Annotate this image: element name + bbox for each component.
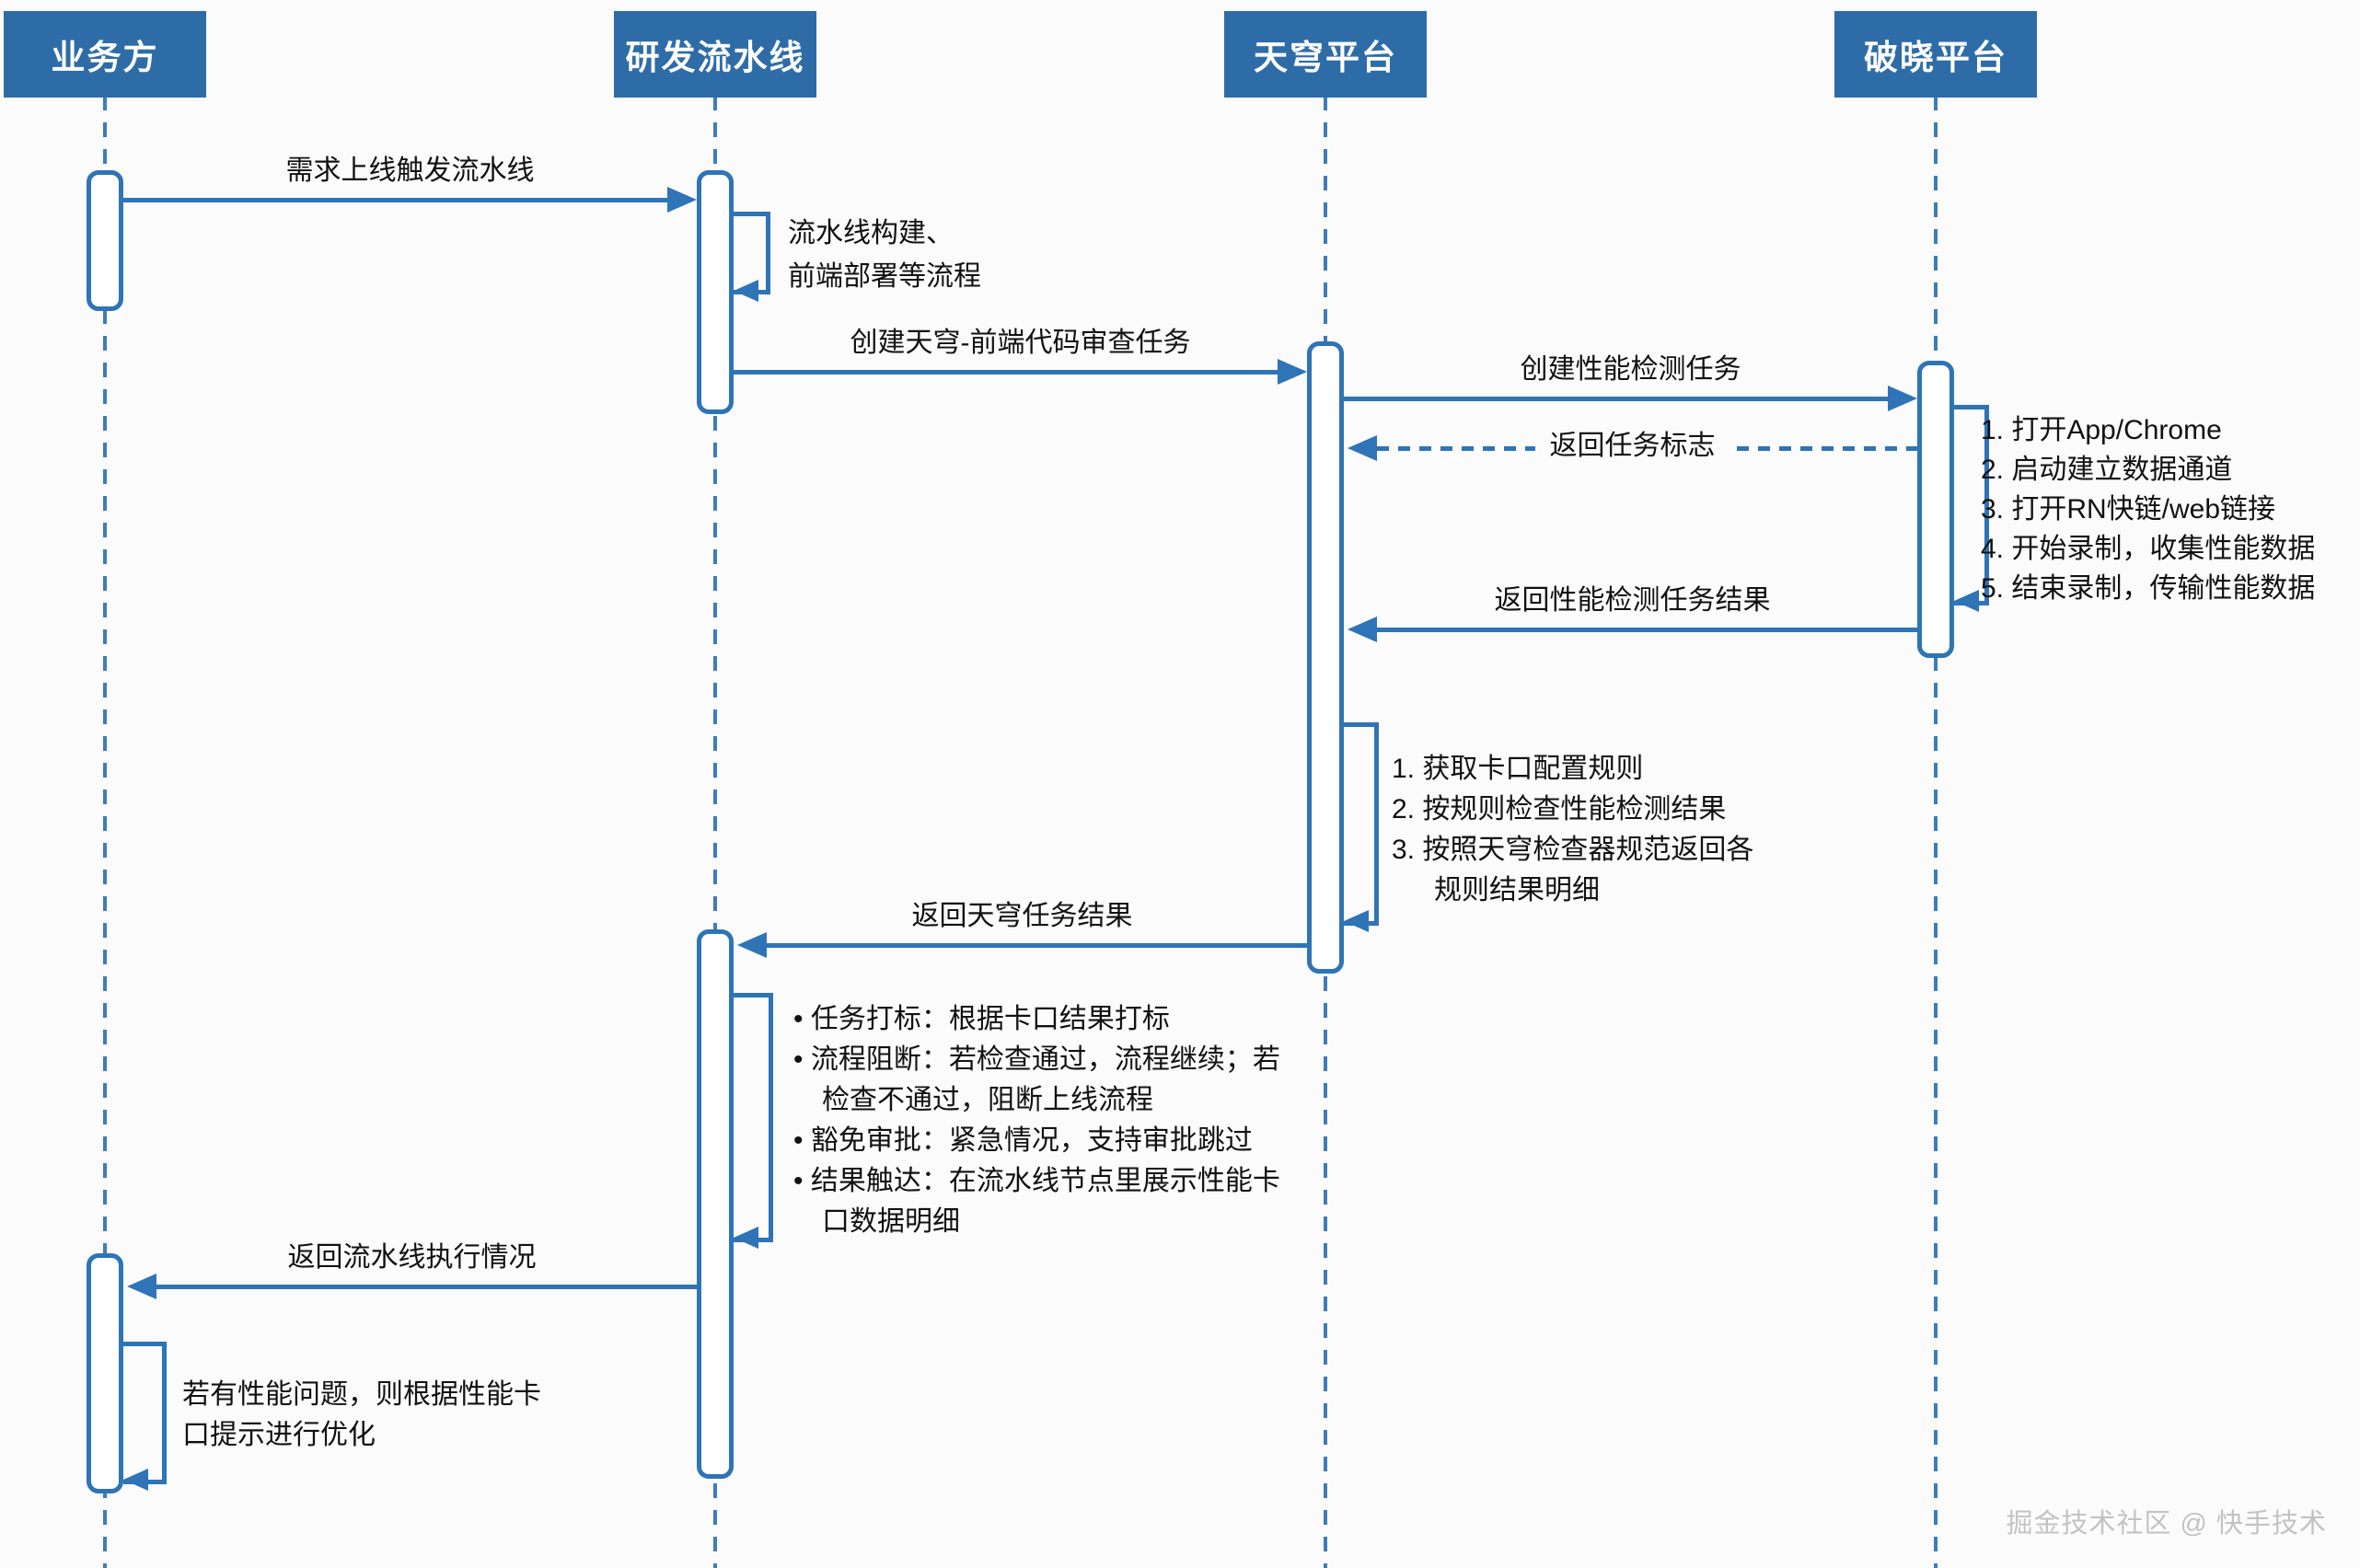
note-pipeline-actions: • 任务打标：根据卡口结果打标 • 流程阻断：若检查通过，流程继续；若 检查不通… bbox=[793, 999, 1280, 1242]
activation-pipeline-2 bbox=[697, 929, 734, 1479]
note-pipeline-build: 流水线构建、 前端部署等流程 bbox=[788, 212, 981, 298]
message-line-trigger-pipeline bbox=[123, 198, 673, 202]
arrowhead-left-icon bbox=[1344, 910, 1369, 932]
self-message-bracket-tianqiong-steps bbox=[1344, 722, 1379, 926]
message-line-return-perf-result bbox=[1377, 628, 1917, 632]
actor-box-tianqiong: 天穹平台 bbox=[1224, 11, 1427, 98]
watermark: 掘金技术社区 @ 快手技术 bbox=[2006, 1509, 2327, 1539]
note-line: 2. 按规则检查性能检测结果 bbox=[1392, 794, 1727, 824]
arrowhead-right-icon bbox=[1888, 386, 1917, 411]
note-line: 3. 打开RN快链/web链接 bbox=[1981, 494, 2276, 525]
activation-business-1 bbox=[87, 170, 123, 311]
note-line: 规则结果明细 bbox=[1434, 875, 1600, 905]
self-message-bracket-business-note bbox=[123, 1342, 167, 1484]
note-line: 2. 启动建立数据通道 bbox=[1981, 455, 2233, 485]
lifeline-poxiao bbox=[1934, 96, 1938, 1568]
activation-poxiao-1 bbox=[1917, 361, 1954, 658]
arrowhead-left-icon bbox=[737, 932, 767, 958]
activation-tianqiong-1 bbox=[1307, 341, 1344, 974]
note-line: • 豁免审批：紧急情况，支持审批跳过 bbox=[793, 1125, 1253, 1156]
activation-business-2 bbox=[87, 1253, 123, 1493]
arrowhead-left-icon bbox=[734, 280, 758, 302]
message-label-return-pipeline-status: 返回流水线执行情况 bbox=[287, 1242, 537, 1273]
message-label-trigger-pipeline: 需求上线触发流水线 bbox=[285, 156, 535, 186]
message-label-return-task-id: 返回任务标志 bbox=[1348, 427, 1917, 466]
note-line: 前端部署等流程 bbox=[788, 261, 981, 292]
note-line: • 任务打标：根据卡口结果打标 bbox=[793, 1004, 1170, 1034]
message-label-text: 返回任务标志 bbox=[1534, 427, 1730, 466]
note-line: 口提示进行优化 bbox=[182, 1420, 376, 1450]
note-line: 口数据明细 bbox=[822, 1206, 960, 1237]
message-label-return-tianqiong-result: 返回天穹任务结果 bbox=[911, 901, 1133, 931]
message-label-create-perf-task: 创建性能检测任务 bbox=[1520, 354, 1741, 385]
lifeline-pipeline bbox=[713, 96, 717, 1568]
message-label-return-perf-result: 返回性能检测任务结果 bbox=[1494, 585, 1771, 616]
arrowhead-right-icon bbox=[667, 187, 697, 213]
note-line: • 流程阻断：若检查通过，流程继续；若 bbox=[793, 1044, 1280, 1075]
message-label-create-review-task: 创建天穹-前端代码审查任务 bbox=[850, 328, 1191, 358]
arrowhead-left-icon bbox=[1348, 435, 1377, 461]
note-line: 5. 结束录制，传输性能数据 bbox=[1981, 573, 2316, 604]
message-line-return-pipeline-status bbox=[156, 1285, 697, 1289]
note-line: 检查不通过，阻断上线流程 bbox=[822, 1085, 1153, 1115]
arrowhead-left-icon bbox=[1348, 617, 1377, 642]
message-line-return-tianqiong-result bbox=[767, 943, 1307, 948]
self-message-bracket-pipeline-actions bbox=[734, 993, 773, 1242]
activation-pipeline-1 bbox=[697, 170, 734, 414]
note-business-optimize: 若有性能问题，则根据性能卡 口提示进行优化 bbox=[182, 1375, 541, 1456]
arrowhead-left-icon bbox=[734, 1227, 758, 1249]
note-line: • 结果触达：在流水线节点里展示性能卡 bbox=[793, 1166, 1280, 1196]
note-line: 若有性能问题，则根据性能卡 bbox=[182, 1379, 541, 1410]
message-line-create-perf-task bbox=[1344, 397, 1893, 401]
actor-box-business: 业务方 bbox=[4, 11, 206, 98]
message-line-create-review-task bbox=[734, 370, 1283, 375]
note-line: 3. 按照天穹检查器规范返回各 bbox=[1392, 835, 1754, 865]
lifeline-business bbox=[103, 96, 107, 1568]
note-line: 1. 获取卡口配置规则 bbox=[1392, 754, 1644, 784]
note-line: 1. 打开App/Chrome bbox=[1981, 415, 2222, 445]
arrowhead-left-icon bbox=[1954, 590, 1979, 612]
note-poxiao-steps: 1. 打开App/Chrome 2. 启动建立数据通道 3. 打开RN快链/we… bbox=[1981, 410, 2315, 608]
note-tianqiong-steps: 1. 获取卡口配置规则 2. 按规则检查性能检测结果 3. 按照天穹检查器规范返… bbox=[1392, 749, 1753, 911]
note-line: 4. 开始录制，收集性能数据 bbox=[1981, 534, 2316, 564]
arrowhead-right-icon bbox=[1278, 359, 1307, 385]
arrowhead-left-icon bbox=[123, 1469, 148, 1491]
actor-box-pipeline: 研发流水线 bbox=[614, 11, 816, 98]
arrowhead-left-icon bbox=[127, 1274, 156, 1299]
note-line: 流水线构建、 bbox=[788, 218, 954, 248]
actor-box-poxiao: 破晓平台 bbox=[1834, 11, 2037, 98]
